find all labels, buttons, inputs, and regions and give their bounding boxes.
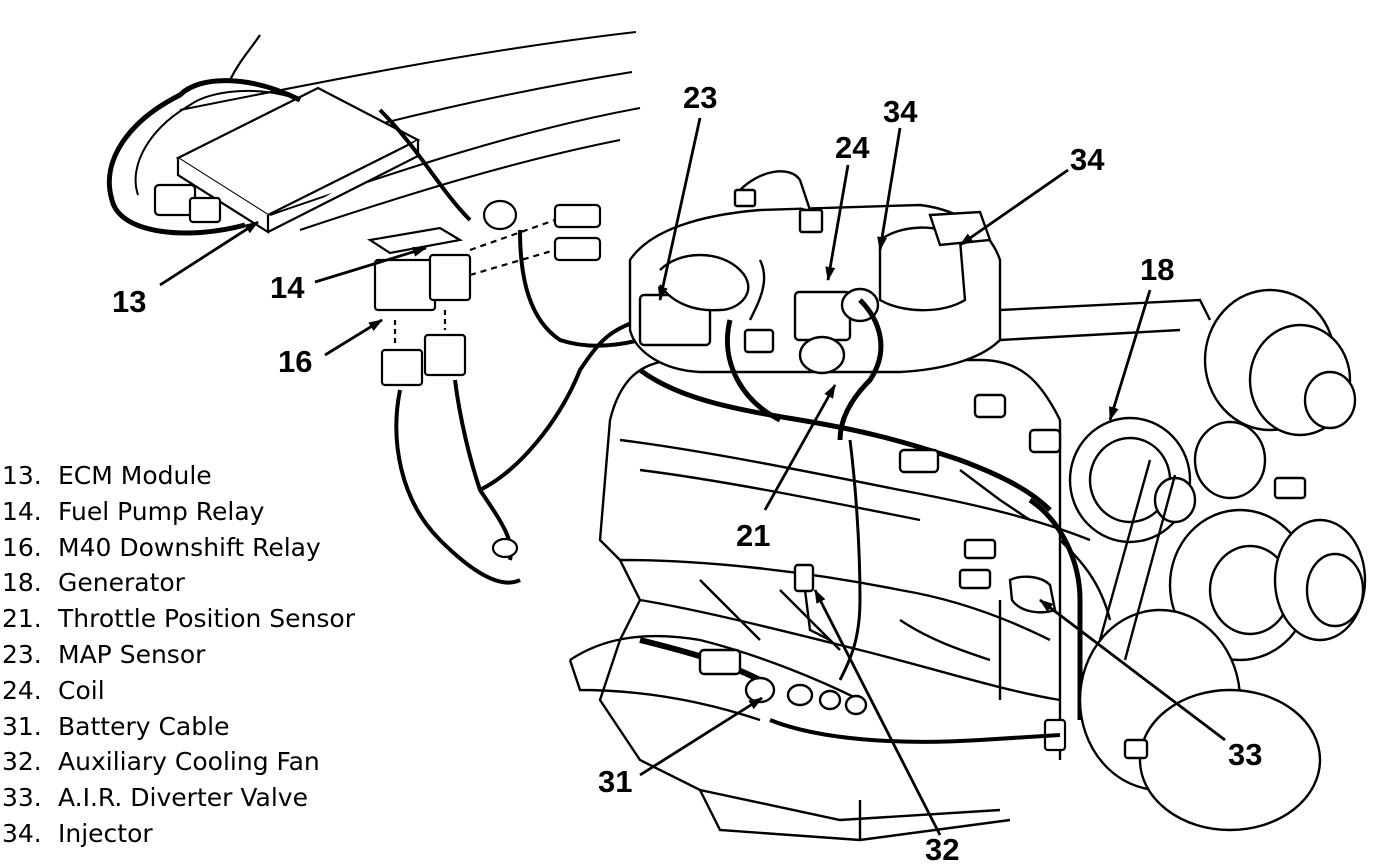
legend-number: 16. bbox=[2, 532, 42, 562]
legend-item: 31. Battery Cable bbox=[2, 709, 355, 745]
legend-number: 14. bbox=[2, 496, 42, 526]
leader-arrows bbox=[159, 117, 1226, 836]
firewall-connectors bbox=[469, 199, 641, 348]
legend-item: 18. Generator bbox=[2, 565, 355, 601]
leader-33 bbox=[1039, 598, 1226, 742]
legend-number: 23. bbox=[2, 639, 42, 669]
leader-34b bbox=[959, 168, 1069, 247]
leader-18 bbox=[1108, 289, 1152, 421]
callout-14: 14 bbox=[270, 270, 305, 305]
callout-31: 31 bbox=[598, 764, 632, 799]
legend-label: Battery Cable bbox=[58, 711, 230, 741]
legend-item: 33. A.I.R. Diverter Valve bbox=[2, 780, 355, 816]
legend-label: ECM Module bbox=[58, 461, 212, 490]
legend-item: 32. Auxiliary Cooling Fan bbox=[2, 744, 355, 780]
lower-cable-assembly bbox=[639, 393, 1149, 760]
callout-34-left: 34 bbox=[883, 94, 918, 129]
legend-label: M40 Downshift Relay bbox=[58, 532, 321, 562]
legend-number: 24. bbox=[2, 675, 42, 705]
legend-label: Injector bbox=[58, 818, 153, 848]
relay-assembly bbox=[367, 226, 641, 585]
legend-item: 34. Injector bbox=[2, 816, 355, 852]
leader-16 bbox=[324, 318, 383, 357]
ecm-module bbox=[106, 34, 472, 236]
leader-14 bbox=[314, 246, 427, 284]
legend-number: 21. bbox=[2, 604, 42, 634]
legend-number: 13. bbox=[2, 461, 42, 490]
leader-21 bbox=[763, 384, 837, 511]
component-legend: 13. ECM Module 14. Fuel Pump Relay 16. M40 Do… bbox=[2, 458, 355, 852]
legend-number: 33. bbox=[2, 783, 42, 813]
callout-18: 18 bbox=[1140, 252, 1174, 287]
legend-label: Generator bbox=[58, 568, 185, 598]
legend-item: 13. ECM Module bbox=[2, 458, 355, 494]
leader-34a bbox=[877, 127, 902, 251]
leader-31 bbox=[639, 696, 763, 777]
callout-numbers: 13 14 16 18 21 23 24 34 34 31 32 33 bbox=[112, 80, 1262, 864]
legend-label: Auxiliary Cooling Fan bbox=[58, 747, 320, 777]
legend-number: 18. bbox=[2, 568, 42, 598]
legend-number: 32. bbox=[2, 747, 42, 777]
legend-item: 16. M40 Downshift Relay bbox=[2, 530, 355, 566]
callout-24: 24 bbox=[835, 130, 870, 165]
callout-21: 21 bbox=[736, 518, 770, 553]
legend-item: 23. MAP Sensor bbox=[2, 637, 355, 673]
legend-number: 34. bbox=[2, 818, 42, 848]
leader-32 bbox=[813, 589, 942, 836]
leader-24 bbox=[825, 164, 850, 281]
legend-label: MAP Sensor bbox=[58, 639, 206, 669]
legend-label: Coil bbox=[58, 675, 105, 705]
legend-label: Throttle Position Sensor bbox=[58, 604, 355, 634]
callout-13: 13 bbox=[112, 284, 146, 319]
legend-item: 24. Coil bbox=[2, 673, 355, 709]
leader-23 bbox=[657, 117, 702, 301]
legend-item: 14. Fuel Pump Relay bbox=[2, 494, 355, 530]
legend-label: Fuel Pump Relay bbox=[58, 496, 265, 526]
callout-32: 32 bbox=[925, 832, 959, 864]
generator-and-pulleys bbox=[958, 288, 1367, 832]
leader-13 bbox=[159, 220, 259, 287]
legend-number: 31. bbox=[2, 711, 42, 741]
callout-16: 16 bbox=[278, 344, 312, 379]
legend-label: A.I.R. Diverter Valve bbox=[58, 783, 308, 813]
legend-item: 21. Throttle Position Sensor bbox=[2, 601, 355, 637]
callout-33: 33 bbox=[1228, 737, 1262, 772]
callout-34-right: 34 bbox=[1070, 142, 1105, 177]
intake-manifold bbox=[628, 170, 1212, 375]
callout-23: 23 bbox=[683, 80, 717, 115]
